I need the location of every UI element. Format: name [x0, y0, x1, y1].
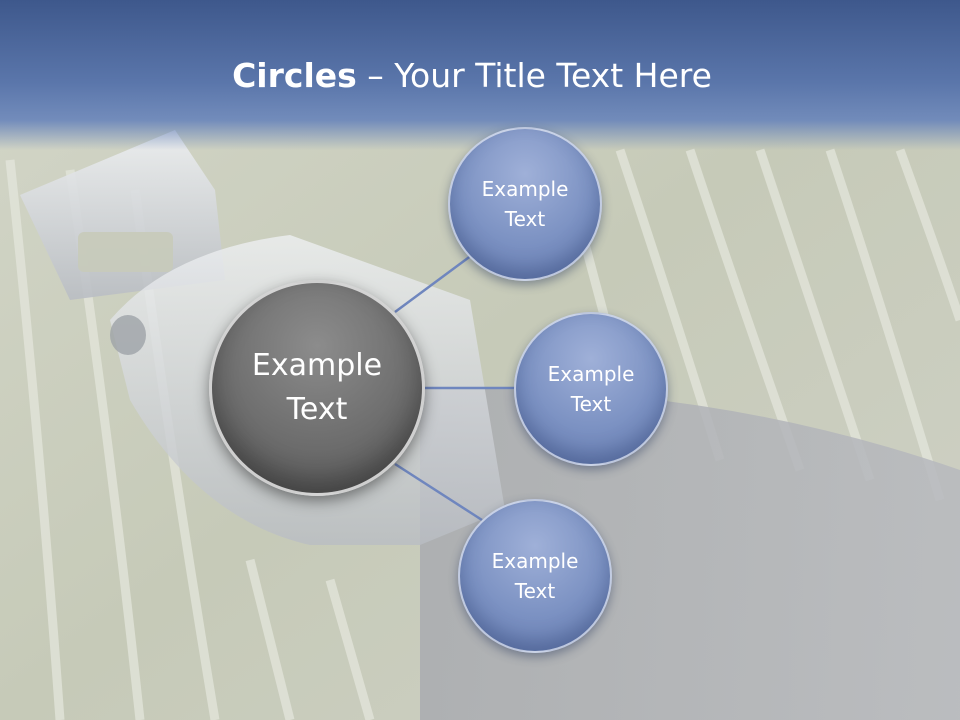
circle-top[interactable]: Example Text	[448, 127, 602, 281]
circle-bottom-line1: Example	[491, 549, 579, 573]
title-rest: – Your Title Text Here	[356, 56, 712, 95]
center-circle[interactable]: Example Text	[209, 280, 425, 496]
circle-bottom-line2: Text	[514, 579, 556, 603]
connector-top	[394, 253, 473, 314]
circle-middle[interactable]: Example Text	[514, 312, 668, 466]
title-band	[0, 0, 960, 150]
circle-middle-line2: Text	[570, 392, 612, 416]
center-circle-line1: Example	[251, 348, 383, 383]
circle-middle-line1: Example	[547, 362, 635, 386]
title-bold: Circles	[232, 56, 357, 95]
center-circle-line2: Text	[286, 392, 348, 427]
slide-title: Circles – Your Title Text Here	[0, 54, 944, 98]
circle-top-line2: Text	[504, 207, 546, 231]
circle-bottom[interactable]: Example Text	[458, 499, 612, 653]
connector-bottom	[394, 462, 483, 522]
circle-top-line1: Example	[481, 177, 569, 201]
